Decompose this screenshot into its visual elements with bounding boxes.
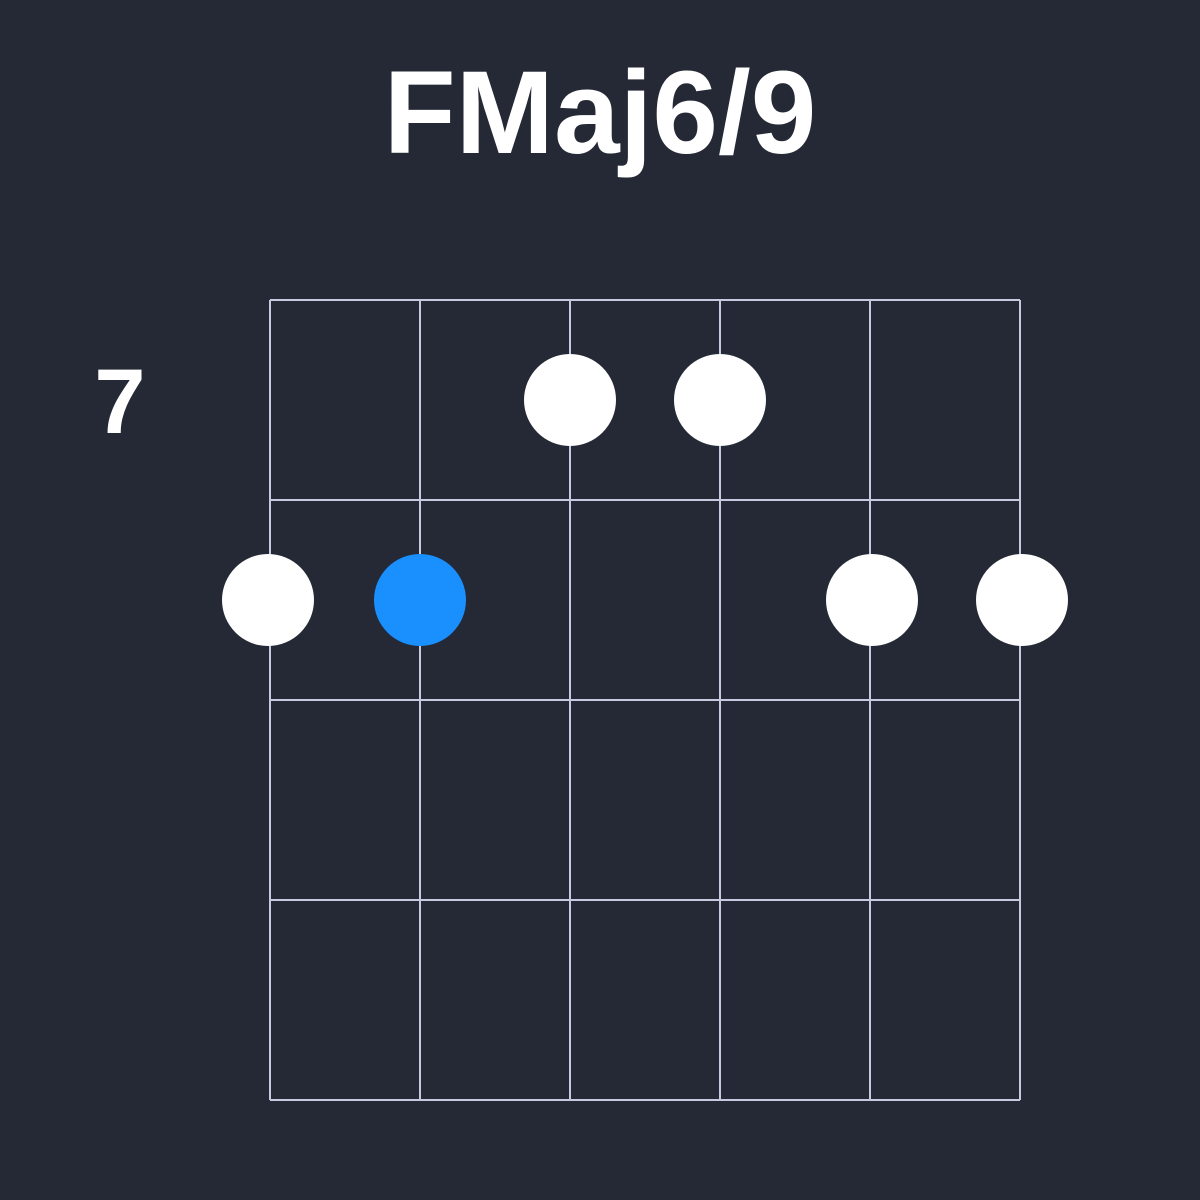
finger-dot — [826, 554, 918, 646]
chord-title: FMaj6/9 — [383, 47, 817, 179]
start-fret-label: 7 — [94, 351, 146, 453]
root-note-dot — [374, 554, 466, 646]
finger-dot — [524, 354, 616, 446]
finger-dot — [976, 554, 1068, 646]
fretboard-grid — [269, 299, 1021, 1101]
finger-dots — [222, 354, 1068, 646]
finger-dot — [674, 354, 766, 446]
finger-dot — [222, 554, 314, 646]
